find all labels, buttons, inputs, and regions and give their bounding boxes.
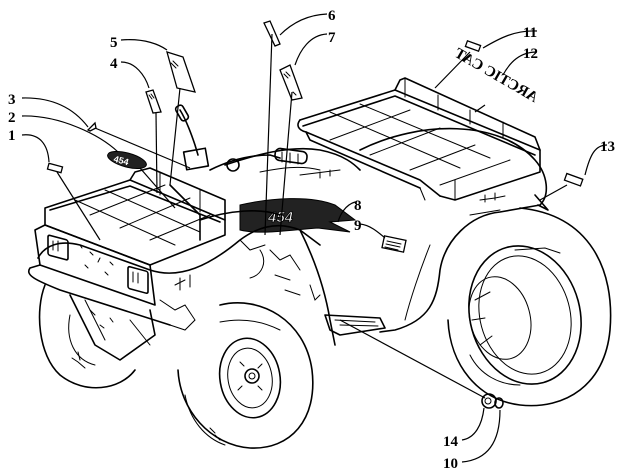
rear-fender <box>359 127 549 333</box>
handlebars <box>174 104 308 172</box>
callout-3: 3 <box>8 92 16 108</box>
front-near-wheel <box>177 302 314 449</box>
decal-2-text: 454 <box>113 154 130 168</box>
front-rack <box>44 167 226 266</box>
callout-6: 6 <box>328 8 336 24</box>
decal-13[interactable] <box>563 172 584 187</box>
callout-4: 4 <box>110 56 118 72</box>
front-bumper <box>28 264 171 361</box>
callout-2: 2 <box>8 110 16 126</box>
decal-9-warning-label[interactable] <box>381 235 407 253</box>
callout-11: 11 <box>523 25 537 41</box>
callout-5: 5 <box>110 35 118 51</box>
front-body <box>37 210 336 346</box>
decal-11[interactable] <box>464 39 482 53</box>
rear-far-wheel <box>447 207 612 407</box>
decal-2-logo-badge[interactable]: 454 <box>106 148 148 172</box>
callout-10: 10 <box>443 456 458 472</box>
decal-1[interactable] <box>46 162 64 174</box>
engine-area <box>159 249 321 331</box>
callout-9: 9 <box>354 218 362 234</box>
callout-14: 14 <box>443 434 459 450</box>
footrest <box>324 314 386 336</box>
callout-1: 1 <box>8 128 16 144</box>
side-graphic-stripe: 454 <box>239 198 357 233</box>
front-far-wheel <box>38 284 136 389</box>
side-graphic-454-text: 454 <box>267 209 294 226</box>
front-grille <box>34 224 156 306</box>
decal-7[interactable] <box>279 64 303 101</box>
rear-rack <box>297 77 541 201</box>
callout-7: 7 <box>328 30 336 46</box>
atv-illustration: 454 <box>28 77 612 449</box>
callout-numbers: 1 2 3 4 5 6 7 8 9 10 11 12 13 14 <box>8 8 615 472</box>
decal-3[interactable] <box>86 121 97 132</box>
leader-lines <box>21 13 608 463</box>
decal-4[interactable] <box>145 89 162 114</box>
decal-5[interactable] <box>166 51 196 93</box>
callout-13: 13 <box>600 139 615 155</box>
callout-8: 8 <box>354 198 362 214</box>
callout-12: 12 <box>523 46 538 62</box>
part-14-10-washer[interactable] <box>481 393 504 409</box>
